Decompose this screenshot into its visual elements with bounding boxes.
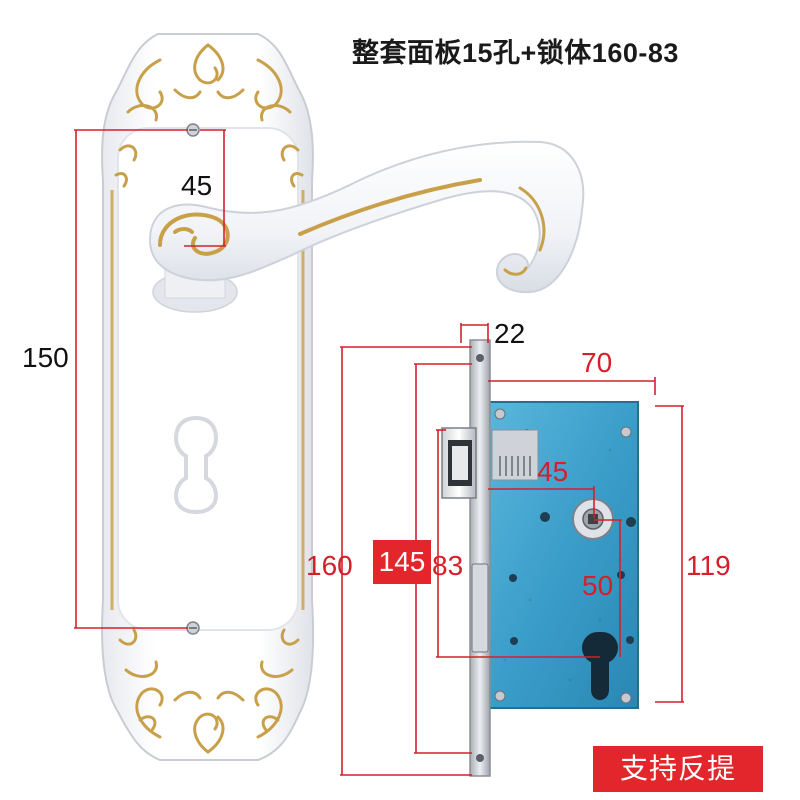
ornament-top	[114, 43, 304, 188]
plate-screw-bottom	[186, 621, 200, 635]
dimension-line-45-handle	[184, 129, 226, 247]
mortise-lock-body	[487, 401, 639, 709]
plate-screw-top	[186, 123, 200, 137]
reverse-lift-badge: 支持反提	[593, 746, 763, 792]
dimension-label-cylinder-offset: 50	[582, 570, 614, 601]
dimension-label-case-height: 145	[373, 540, 431, 584]
dimension-label-backset: 45	[537, 456, 569, 487]
ornament-bottom	[118, 628, 300, 754]
plate-keyhole-icon	[173, 415, 219, 515]
dimension-label-case-width: 70	[581, 347, 613, 378]
dimension-label-body-height: 119	[686, 550, 731, 581]
dimension-label-faceplate-width: 22	[494, 318, 526, 349]
lock-faceplate	[469, 339, 491, 777]
door-handle-plate	[101, 33, 315, 761]
dimension-lines-lock	[340, 323, 684, 776]
dimension-label-latch-to-cylinder: 83	[432, 550, 464, 581]
dimension-label-screw-spacing: 150	[22, 342, 69, 373]
product-title: 整套面板15孔+锁体160-83	[352, 38, 679, 68]
latch-bolt	[441, 427, 477, 499]
door-handle-lever	[148, 140, 585, 313]
dimension-label-faceplate-length: 160	[306, 550, 353, 581]
dimension-line-150	[74, 129, 188, 629]
dimension-label-handle-offset: 45	[181, 170, 213, 201]
